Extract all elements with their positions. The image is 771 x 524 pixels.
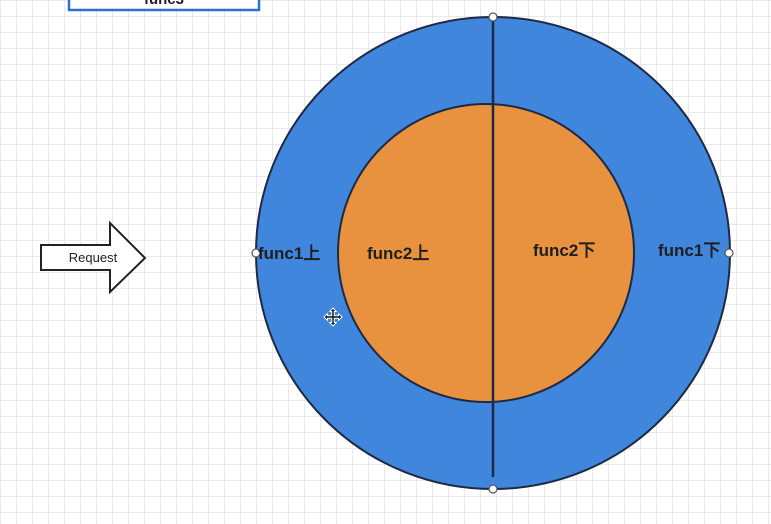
- top-handle[interactable]: [488, 12, 498, 22]
- func1-bottom-label: func1下: [658, 241, 720, 260]
- move-cursor-icon: [323, 307, 343, 327]
- bottom-handle[interactable]: [488, 484, 498, 494]
- func3-box[interactable]: func3: [67, 0, 261, 12]
- inner-circle-func2[interactable]: [337, 103, 635, 403]
- func3-box-shape: [67, 0, 261, 12]
- func2-top-label: func2上: [367, 244, 429, 263]
- func1-top-label: func1上: [258, 244, 320, 263]
- request-arrow-shape: [40, 220, 147, 295]
- request-arrow[interactable]: Request: [40, 220, 147, 295]
- func2-bottom-label: func2下: [533, 241, 595, 260]
- func3-label: func3: [144, 0, 184, 8]
- left-handle[interactable]: [251, 248, 261, 258]
- request-arrow-label: Request: [69, 250, 118, 265]
- right-handle[interactable]: [724, 248, 734, 258]
